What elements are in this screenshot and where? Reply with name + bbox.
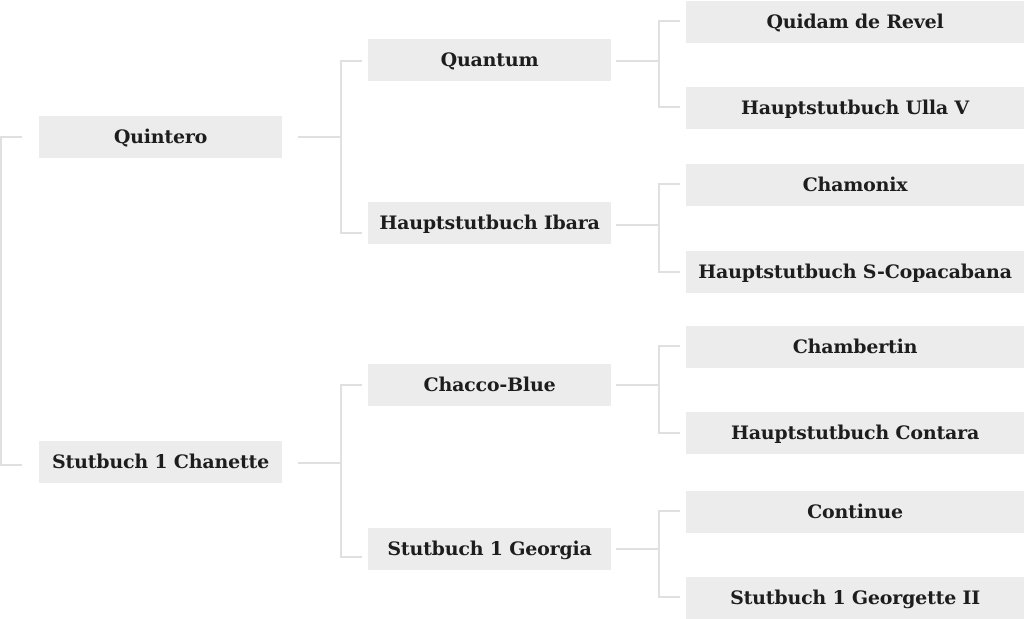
connector-line [298,462,340,464]
connector-line [658,345,660,434]
paternal-grandsire-node: Quantum [368,39,611,81]
connector-line [340,384,362,386]
connector-line [340,60,342,234]
connector-line [340,384,342,558]
connector-line [658,345,680,347]
connector-line [340,556,362,558]
great-grandparent-node: Chamonix [686,164,1024,206]
maternal-grandsire-node: Chacco-Blue [368,364,611,406]
connector-line [340,232,362,234]
dam-node: Stutbuch 1 Chanette [39,441,282,483]
connector-line [616,60,658,62]
great-grandparent-node: Hauptstutbuch S-Copacabana [686,251,1024,293]
connector-line [0,136,2,466]
sire-node: Quintero [39,116,282,158]
connector-line [658,20,660,108]
connector-line [616,548,658,550]
great-grandparent-node: Continue [686,491,1024,533]
connector-line [298,136,340,138]
connector-line [658,510,680,512]
connector-line [658,183,680,185]
connector-line [658,432,680,434]
connector-line [0,136,22,138]
great-grandparent-node: Hauptstutbuch Ulla V [686,87,1024,129]
connector-line [658,106,680,108]
paternal-granddam-node: Hauptstutbuch Ibara [368,202,611,244]
great-grandparent-node: Quidam de Revel [686,1,1024,43]
connector-line [340,60,362,62]
connector-line [658,20,680,22]
connector-line [616,224,658,226]
connector-line [658,510,660,598]
connector-line [658,596,680,598]
great-grandparent-node: Chambertin [686,326,1024,368]
connector-line [0,464,22,466]
great-grandparent-node: Stutbuch 1 Georgette II [686,577,1024,619]
connector-line [616,384,658,386]
connector-line [658,271,680,273]
connector-line [658,183,660,273]
great-grandparent-node: Hauptstutbuch Contara [686,412,1024,454]
maternal-granddam-node: Stutbuch 1 Georgia [368,528,611,570]
